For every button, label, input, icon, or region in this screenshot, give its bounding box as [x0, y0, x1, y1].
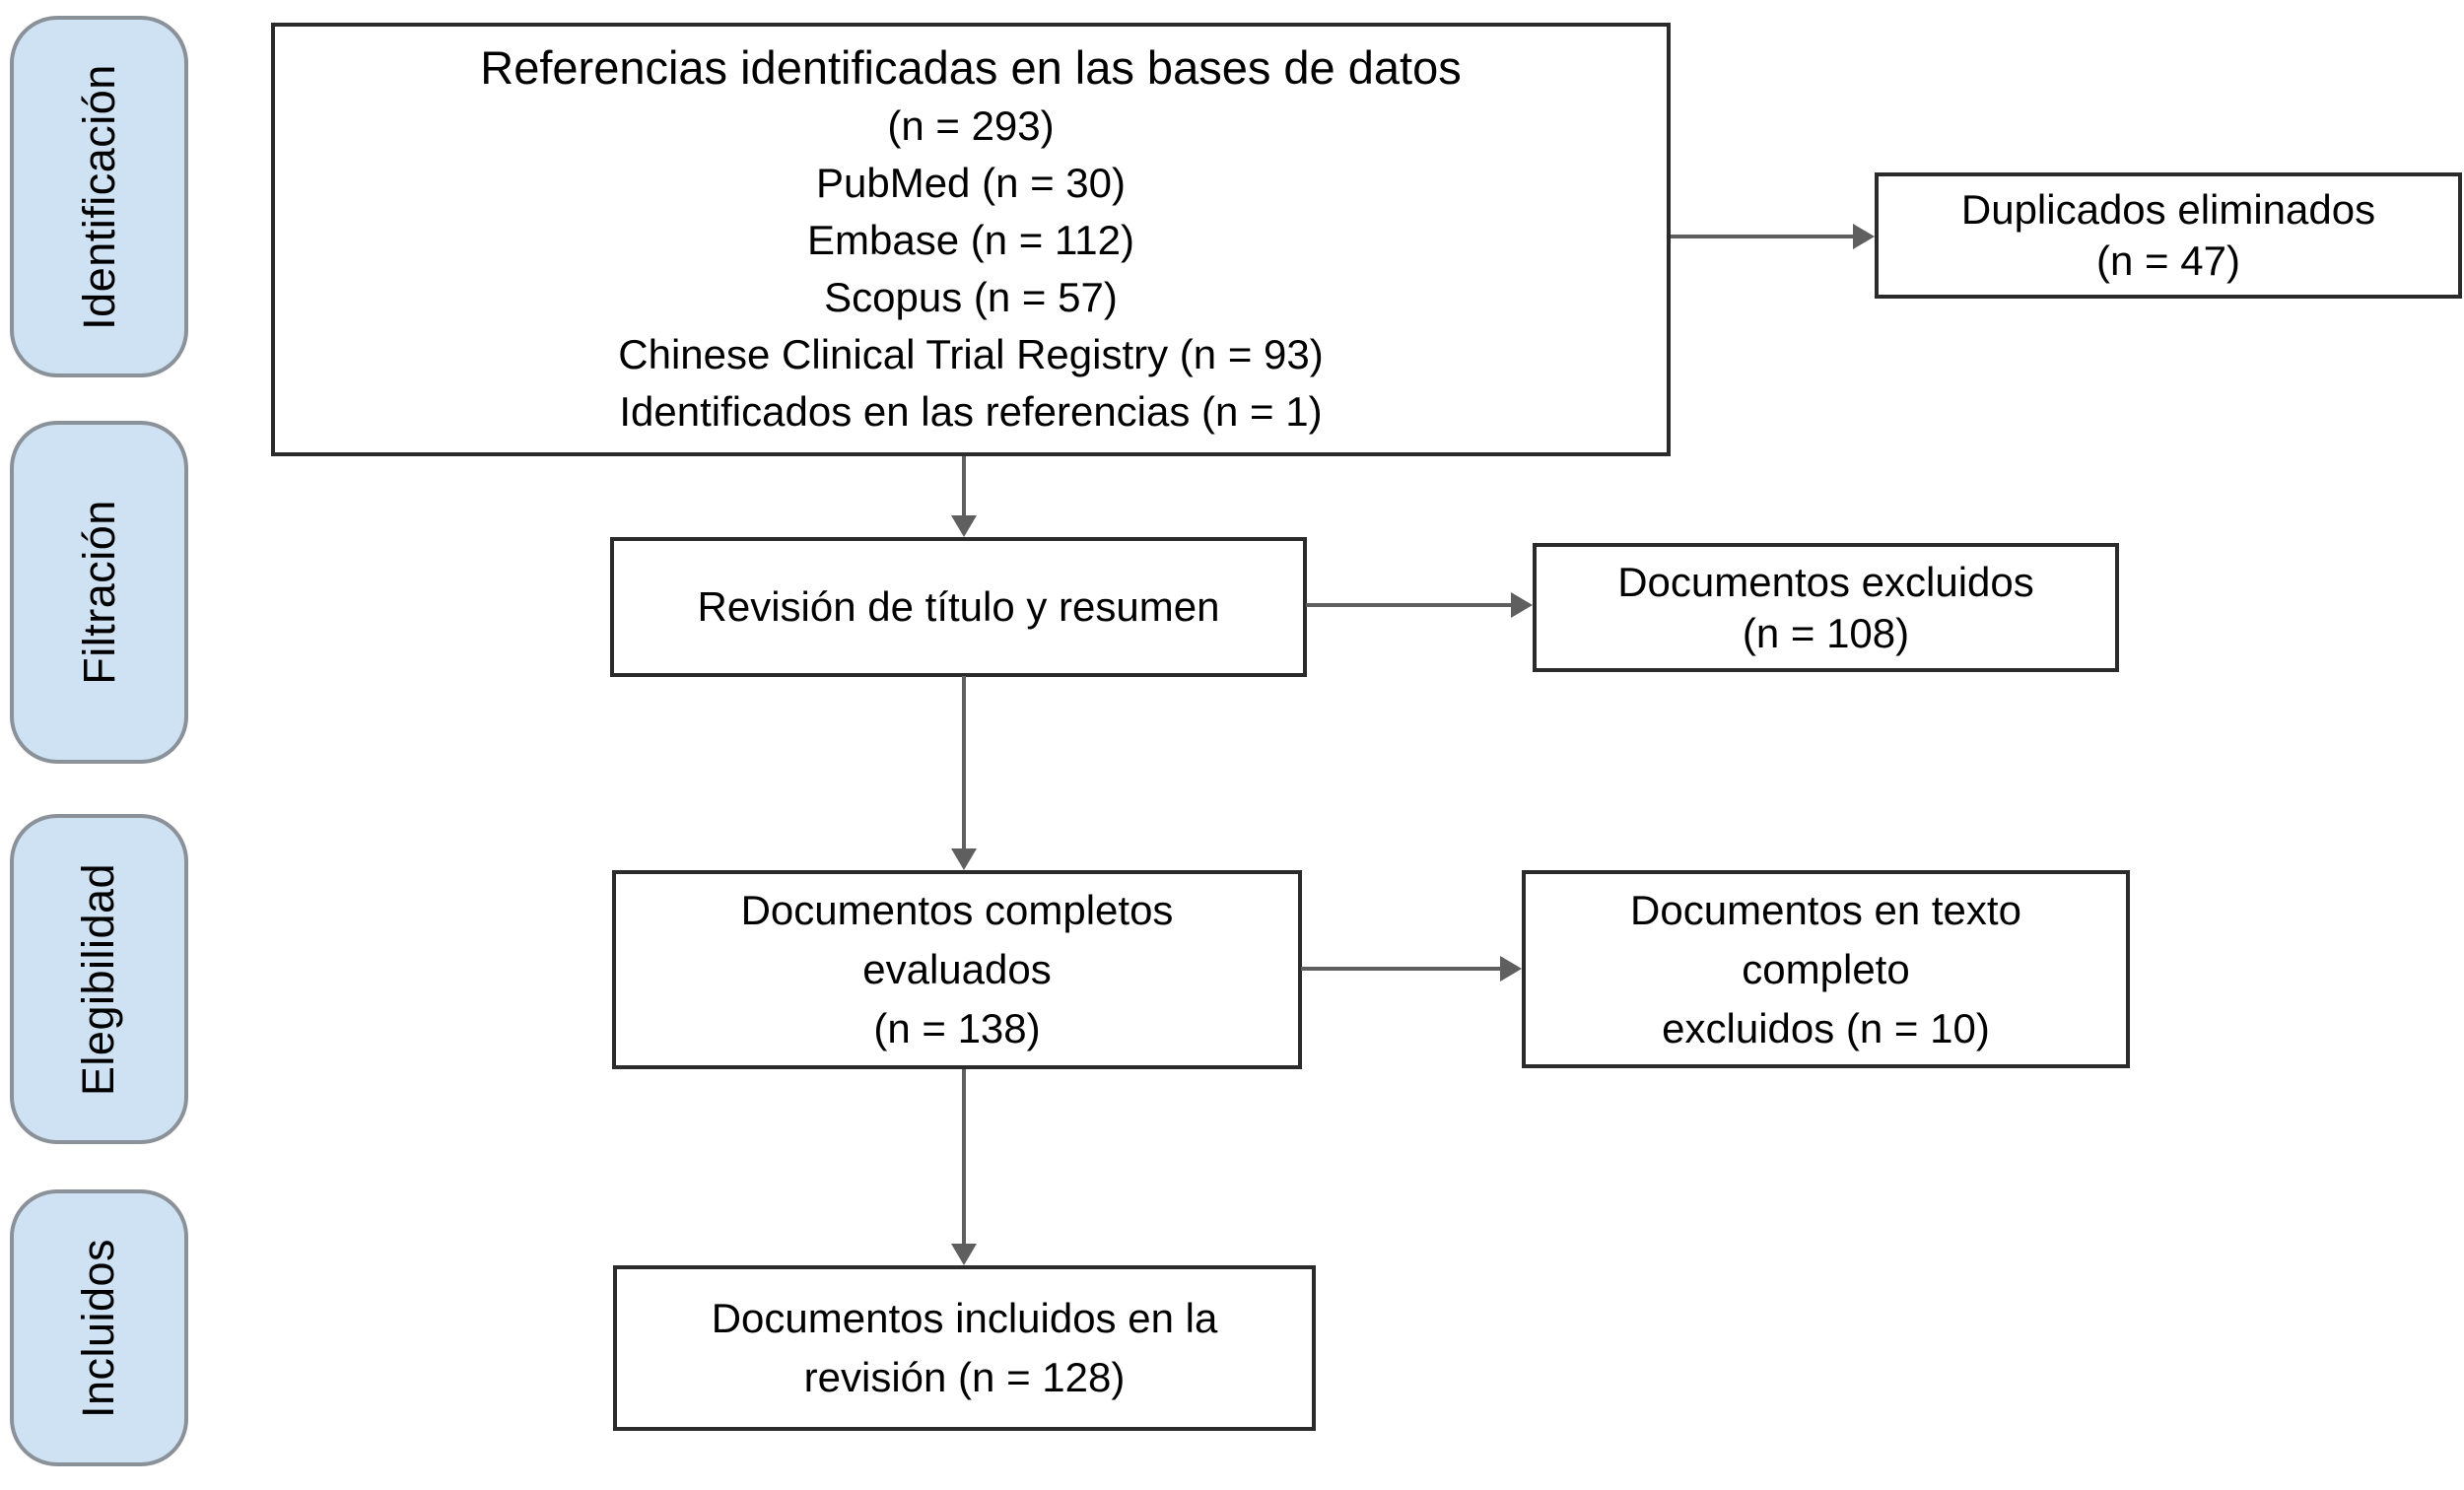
arrowhead-down-icon: [951, 848, 977, 870]
stage-screening-label: Filtración: [73, 500, 124, 685]
arrowhead-right-icon: [1853, 224, 1875, 249]
fulltext-excluded-count: excluidos (n = 10): [1662, 1004, 1990, 1051]
excluded-documents-label: Documentos excluidos: [1617, 558, 2034, 605]
stage-identification: Identificación: [10, 16, 188, 377]
arrow-line: [962, 1069, 966, 1248]
fulltext-assessed-line-1: Documentos completos: [740, 887, 1174, 933]
duplicates-removed-label: Duplicados eliminados: [1960, 186, 2376, 233]
fulltext-assessed-line-2: evaluados: [862, 946, 1052, 992]
title-abstract-review-label: Revisión de título y resumen: [697, 583, 1220, 630]
identified-pubmed-line: PubMed (n = 30): [815, 160, 1126, 206]
included-in-review-box: Documentos incluidos en la revisión (n =…: [613, 1265, 1316, 1431]
arrow-line: [1306, 603, 1513, 607]
title-abstract-review-box: Revisión de título y resumen: [610, 537, 1307, 677]
arrowhead-down-icon: [951, 1244, 977, 1265]
identified-cctr-line: Chinese Clinical Trial Registry (n = 93): [618, 331, 1324, 377]
identified-total-line: (n = 293): [887, 102, 1055, 149]
fulltext-excluded-line-2: completo: [1742, 945, 1910, 992]
identified-references-box: Referencias identificadas en las bases d…: [271, 23, 1671, 456]
fulltext-assessed-box: Documentos completos evaluados (n = 138): [612, 870, 1302, 1069]
excluded-documents-box: Documentos excluidos (n = 108): [1533, 543, 2119, 672]
arrowhead-right-icon: [1500, 956, 1522, 982]
stage-included-label: Incluidos: [73, 1238, 124, 1418]
stage-included: Incluidos: [10, 1189, 188, 1466]
identified-scopus-line: Scopus (n = 57): [824, 274, 1118, 320]
stage-screening: Filtración: [10, 421, 188, 764]
arrow-line: [962, 676, 966, 852]
stage-identification-label: Identificación: [73, 63, 124, 330]
fulltext-excluded-box: Documentos en texto completo excluidos (…: [1522, 870, 2130, 1068]
duplicates-removed-count: (n = 47): [2096, 237, 2240, 284]
fulltext-assessed-count: (n = 138): [873, 1005, 1041, 1051]
arrow-line: [1671, 235, 1855, 238]
arrowhead-right-icon: [1511, 592, 1533, 618]
identified-embase-line: Embase (n = 112): [807, 217, 1134, 263]
stage-eligibility: Elegibilidad: [10, 814, 188, 1144]
arrow-line: [1301, 967, 1502, 971]
excluded-documents-count: (n = 108): [1742, 609, 1910, 656]
identified-references-line: Identificados en las referencias (n = 1): [619, 388, 1323, 435]
identified-references-title: Referencias identificadas en las bases d…: [480, 41, 1462, 94]
fulltext-excluded-line-1: Documentos en texto: [1630, 886, 2021, 933]
stage-eligibility-label: Elegibilidad: [73, 862, 124, 1096]
included-in-review-line-1: Documentos incluidos en la: [711, 1295, 1218, 1341]
duplicates-removed-box: Duplicados eliminados (n = 47): [1875, 172, 2462, 299]
arrowhead-down-icon: [951, 515, 977, 537]
arrow-line: [962, 456, 966, 519]
included-in-review-line-2: revisión (n = 128): [803, 1354, 1126, 1400]
